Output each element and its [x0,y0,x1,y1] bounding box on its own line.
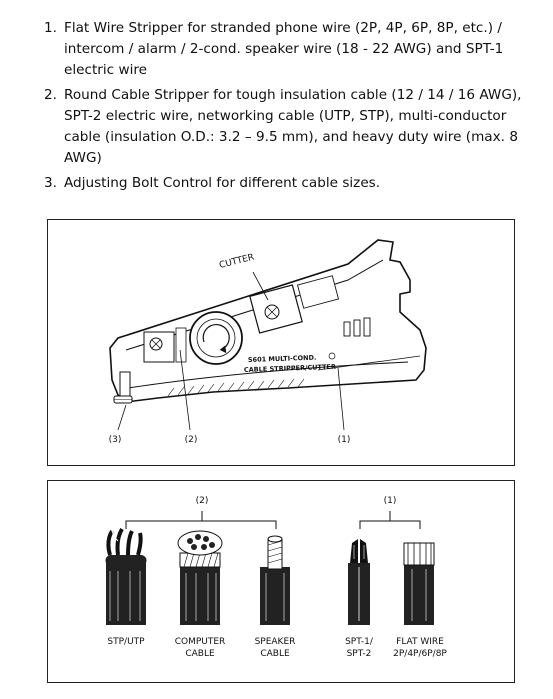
spt-cable [348,539,370,625]
cable-label-computer: COMPUTER [175,637,226,647]
arrow-icon [219,345,227,354]
cable-types-frame: (2) (1) [47,480,515,683]
stripper-tool-illustration: S601 MULTI-COND. CABLE STRIPPER/CUTTER C… [109,239,427,445]
group-label-2: (2) [196,496,209,506]
item-text: Round Cable Stripper for tough insulatio… [64,87,522,166]
callout-3: (3) [109,435,122,445]
item-text: Flat Wire Stripper for stranded phone wi… [64,20,504,78]
feature-list: 1. Flat Wire Stripper for stranded phone… [44,18,524,198]
stp-utp-cable [105,527,147,625]
item-number: 2. [44,87,57,103]
tool-label-plate: S601 MULTI-COND. CABLE STRIPPER/CUTTER [244,352,336,374]
bracket-right [359,511,421,529]
computer-cable [177,530,223,625]
cable-label-spt: SPT-1/ [345,637,374,647]
item-number: 3. [44,175,57,191]
speaker-cable [260,535,290,625]
round-stripper-wheel [189,311,243,365]
list-item: 1. Flat Wire Stripper for stranded phone… [44,18,524,81]
cable-label-stp-utp: STP/UTP [107,637,145,647]
callout-2: (2) [185,435,198,445]
tool-diagram-frame: S601 MULTI-COND. CABLE STRIPPER/CUTTER C… [47,219,515,466]
cable-label-speaker: SPEAKER [255,637,296,647]
list-item: 3. Adjusting Bolt Control for different … [44,173,524,194]
cable-label-computer-2: CABLE [185,649,215,659]
item-number: 1. [44,20,57,36]
cable-types-illustration: (2) (1) [105,496,447,659]
adjusting-bolt [113,371,133,404]
item-text: Adjusting Bolt Control for different cab… [64,175,381,191]
cable-label-speaker-2: CABLE [260,649,290,659]
cable-label-flat-wire: FLAT WIRE [396,637,444,647]
cutter-label: CUTTER [218,253,255,271]
cable-label-spt-2: SPT-2 [347,649,372,659]
tool-model-text: S601 MULTI-COND. [248,354,317,364]
cutter-block [249,275,340,334]
callout-1: (1) [338,435,351,445]
list-item: 2. Round Cable Stripper for tough insula… [44,85,524,169]
bracket-left [125,511,277,529]
cable-label-flat-wire-2: 2P/4P/6P/8P [393,649,447,659]
flat-wire-cable [403,542,435,625]
group-label-1: (1) [384,496,397,506]
tool-product-text: CABLE STRIPPER/CUTTER [244,363,336,374]
